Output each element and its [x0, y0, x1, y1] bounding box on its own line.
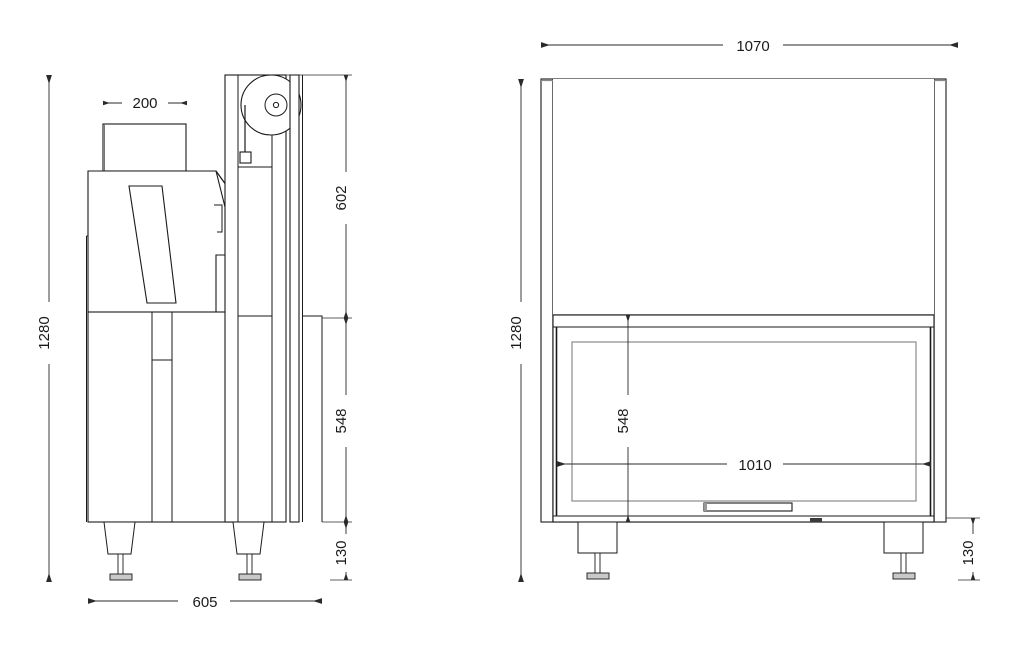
rear-panel — [289, 74, 323, 523]
lower-body — [86, 311, 238, 523]
dimension-1010: 1010 — [557, 453, 931, 475]
dimension-label-605: 605 — [192, 594, 217, 611]
upper-chamber — [553, 79, 934, 316]
latch-mark — [810, 518, 822, 522]
dimension-label-200: 200 — [132, 95, 157, 112]
dimension-130-front: 130 — [946, 517, 986, 581]
front-view: 1070 1280 548 1010 130 — [508, 34, 986, 582]
dimension-label-602: 602 — [333, 185, 350, 210]
counterweight-block — [239, 151, 252, 164]
dimension-label-1280-side: 1280 — [36, 316, 53, 349]
dimension-label-548-front: 548 — [615, 408, 632, 433]
dimension-label-1070: 1070 — [736, 38, 769, 55]
dimension-1280-side: 1280 — [36, 75, 62, 582]
dimension-1280-front: 1280 — [508, 79, 534, 582]
dimension-605: 605 — [88, 590, 322, 612]
dimension-548-front: 548 — [615, 315, 641, 522]
adjustable-leg-front — [103, 521, 136, 581]
side-view: 1280 200 602 548 130 — [36, 74, 359, 612]
dimension-label-1280-front: 1280 — [508, 316, 525, 349]
dimension-label-130-side: 130 — [333, 540, 350, 565]
dimension-label-130-front: 130 — [960, 540, 977, 565]
dimension-label-548-side: 548 — [333, 408, 350, 433]
adjustable-leg-rear — [232, 521, 265, 581]
counterweight-pulley — [240, 74, 302, 136]
dimension-label-1010: 1010 — [738, 457, 771, 474]
dimension-200: 200 — [103, 95, 187, 112]
dimension-1070: 1070 — [541, 34, 958, 56]
door-handle-bar — [703, 502, 793, 512]
dimension-548-side: 548 — [322, 318, 359, 523]
flue-collar-box — [102, 123, 187, 172]
door-lift-channel — [224, 74, 287, 523]
internal-baffle — [128, 185, 177, 304]
adjustable-leg-right — [883, 521, 924, 580]
dimension-130-side: 130 — [330, 522, 359, 581]
adjustable-leg-left — [577, 521, 618, 580]
